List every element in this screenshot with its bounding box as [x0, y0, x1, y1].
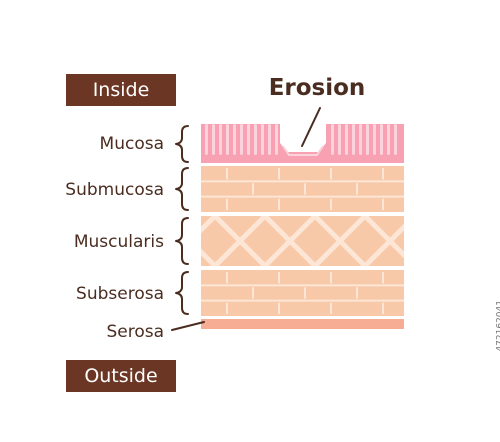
label-mucosa: Mucosa	[99, 134, 164, 154]
mucosa-layer	[201, 124, 404, 163]
villus-gap	[226, 124, 229, 155]
erosion-label: Erosion	[268, 75, 366, 101]
outside-badge: Outside	[66, 360, 176, 392]
villus-gap	[338, 124, 341, 155]
villus-gap	[205, 124, 208, 155]
villus-gap	[366, 124, 369, 155]
muscularis-texture	[201, 216, 465, 266]
villus-gap	[275, 124, 278, 155]
pointer-serosa	[171, 321, 205, 331]
texture-line	[201, 248, 217, 266]
villus-gap	[345, 124, 348, 155]
label-submucosa: Submucosa	[65, 180, 164, 200]
texture-line	[213, 216, 267, 266]
erosion-pit-rim	[282, 145, 324, 156]
texture-line	[201, 216, 217, 234]
texture-line	[415, 216, 465, 266]
label-serosa: Serosa	[106, 322, 164, 342]
villus-gap	[219, 124, 222, 155]
inside-badge: Inside	[66, 74, 176, 106]
villus-gap	[247, 124, 250, 155]
villus-gap	[240, 124, 243, 155]
villus-gap	[352, 124, 355, 155]
brace-submucosa	[175, 167, 189, 211]
label-muscularis: Muscularis	[73, 232, 164, 252]
villus-gap	[380, 124, 383, 155]
subserosa-shape	[201, 270, 404, 316]
villus-gap	[387, 124, 390, 155]
villus-gap	[268, 124, 271, 155]
submucosa-layer	[201, 166, 404, 212]
texture-line	[363, 223, 404, 266]
villus-gap	[233, 124, 236, 155]
brace-mucosa	[175, 125, 189, 163]
texture-line	[313, 216, 367, 266]
villus-gap	[261, 124, 264, 155]
brace-subserosa	[175, 271, 189, 315]
pointer-erosion	[301, 107, 321, 147]
villus-gap	[394, 124, 397, 155]
subserosa-layer	[201, 270, 404, 316]
muscularis-layer	[201, 216, 465, 266]
serosa-layer	[201, 319, 404, 329]
brace-muscularis	[175, 217, 189, 265]
texture-line	[415, 216, 465, 266]
subserosa-texture	[201, 272, 404, 314]
villus-gap	[359, 124, 362, 155]
texture-line	[263, 216, 317, 266]
villus-gap	[373, 124, 376, 155]
submucosa-shape	[201, 166, 404, 212]
submucosa-texture	[201, 168, 404, 210]
label-subserosa: Subserosa	[76, 284, 164, 304]
villus-gap	[254, 124, 257, 155]
villus-gap	[331, 124, 334, 155]
mucosa-villi	[205, 124, 397, 156]
villus-gap	[212, 124, 215, 155]
